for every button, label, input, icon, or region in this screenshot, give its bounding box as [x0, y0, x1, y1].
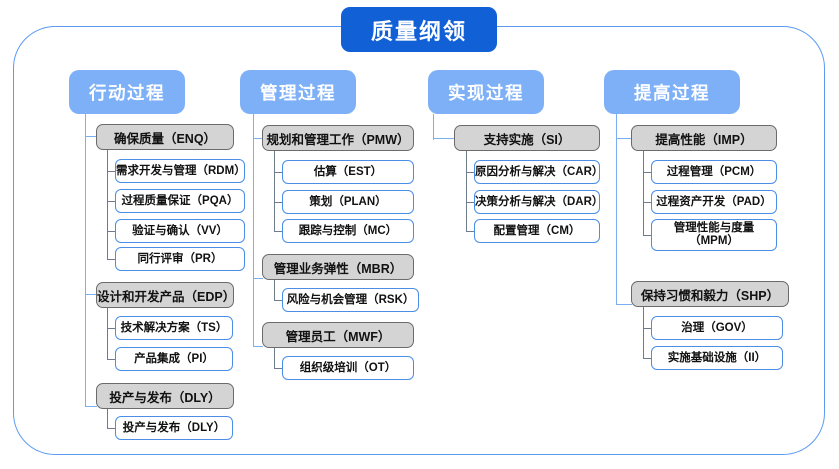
group-connector	[433, 138, 455, 140]
group-node[interactable]: 设计和开发产品（EDP）	[96, 282, 235, 308]
group-child-spine	[274, 348, 276, 369]
root-title-node: 质量纲领	[341, 7, 497, 52]
group-node[interactable]: 规划和管理工作（PMW）	[262, 125, 414, 151]
group-child-spine	[107, 150, 109, 259]
leaf-node[interactable]: 估算（EST）	[282, 160, 414, 184]
child-connector	[274, 231, 283, 233]
group-node[interactable]: 投产与发布（DLY）	[96, 383, 234, 409]
group-connector	[253, 138, 263, 140]
column-spine-3	[433, 114, 435, 140]
group-node[interactable]: 提高性能（IMP）	[631, 125, 777, 151]
child-connector	[274, 300, 283, 302]
leaf-node[interactable]: 组织级培训（OT）	[282, 356, 414, 380]
group-connector	[253, 278, 263, 280]
child-connector	[107, 231, 116, 233]
leaf-node[interactable]: 过程质量保证（PQA）	[115, 189, 245, 213]
child-connector	[107, 259, 116, 261]
leaf-node[interactable]: 管理性能与度量（MPM）	[651, 219, 777, 251]
group-node[interactable]: 管理业务弹性（MBR）	[262, 254, 414, 280]
child-connector	[643, 172, 652, 174]
leaf-node[interactable]: 产品集成（PI）	[115, 347, 233, 371]
group-node[interactable]: 保持习惯和毅力（SHP）	[631, 281, 789, 307]
group-child-spine	[643, 151, 645, 236]
leaf-node[interactable]: 策划（PLAN）	[282, 190, 414, 214]
child-connector	[466, 231, 475, 233]
leaf-node[interactable]: 治理（GOV）	[651, 316, 783, 340]
group-child-spine	[107, 308, 109, 359]
leaf-node[interactable]: 实施基础设施（II）	[651, 346, 783, 370]
column-spine-1	[85, 114, 87, 406]
column-header-2[interactable]: 管理过程	[240, 70, 356, 114]
group-node[interactable]: 支持实施（SI）	[454, 125, 600, 151]
group-connector	[85, 406, 97, 408]
group-child-spine	[107, 409, 109, 429]
column-header-1[interactable]: 行动过程	[69, 70, 185, 114]
child-connector	[643, 358, 652, 360]
group-connector	[616, 304, 632, 306]
group-node[interactable]: 确保质量（ENQ）	[96, 124, 234, 150]
leaf-node[interactable]: 需求开发与管理（RDM）	[115, 159, 246, 183]
child-connector	[107, 359, 116, 361]
child-connector	[643, 328, 652, 330]
leaf-node[interactable]: 过程资产开发（PAD）	[651, 190, 777, 214]
child-connector	[643, 202, 652, 204]
group-child-spine	[274, 151, 276, 231]
leaf-node[interactable]: 原因分析与解决（CAR）	[474, 160, 603, 184]
leaf-node[interactable]: 跟踪与控制（MC）	[282, 219, 414, 243]
group-child-spine	[466, 151, 468, 231]
leaf-node[interactable]: 过程管理（PCM）	[651, 160, 777, 184]
group-connector	[616, 138, 632, 140]
leaf-node[interactable]: 技术解决方案（TS）	[115, 316, 233, 340]
leaf-node[interactable]: 验证与确认（VV）	[115, 219, 245, 243]
child-connector	[274, 368, 283, 370]
leaf-node[interactable]: 同行评审（PR）	[115, 247, 245, 271]
child-connector	[274, 172, 283, 174]
column-header-4[interactable]: 提高过程	[604, 70, 740, 114]
group-node[interactable]: 管理员工（MWF）	[262, 322, 414, 348]
column-spine-4	[616, 114, 618, 305]
child-connector	[466, 172, 475, 174]
group-connector	[253, 346, 263, 348]
group-connector	[85, 294, 97, 296]
child-connector	[466, 202, 475, 204]
group-child-spine	[274, 280, 276, 301]
group-connector	[85, 136, 97, 138]
leaf-node[interactable]: 风险与机会管理（RSK）	[282, 288, 419, 312]
child-connector	[107, 201, 116, 203]
column-header-3[interactable]: 实现过程	[428, 70, 544, 114]
group-child-spine	[643, 307, 645, 358]
child-connector	[643, 235, 652, 237]
column-spine-2	[253, 114, 255, 346]
child-connector	[107, 171, 116, 173]
child-connector	[274, 202, 283, 204]
leaf-node[interactable]: 决策分析与解决（DAR）	[474, 190, 603, 214]
leaf-node[interactable]: 投产与发布（DLY）	[115, 416, 233, 440]
child-connector	[107, 328, 116, 330]
child-connector	[107, 428, 116, 430]
leaf-node[interactable]: 配置管理（CM）	[474, 219, 600, 243]
